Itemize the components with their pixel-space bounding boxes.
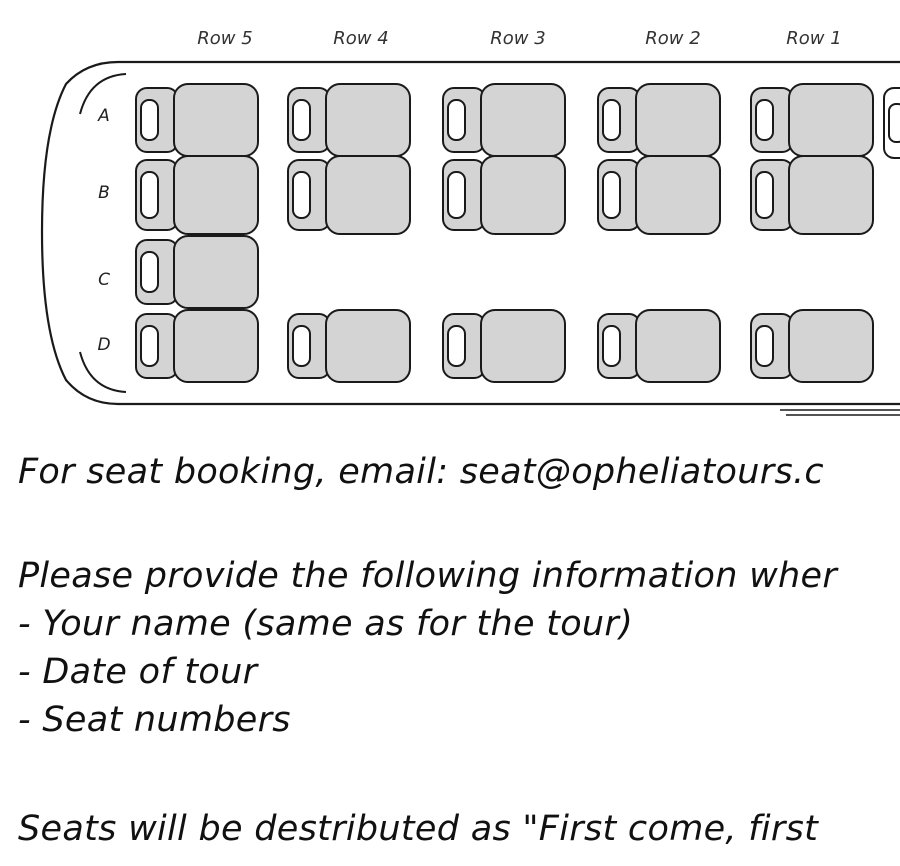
seat-cushion <box>173 235 259 309</box>
seat-cushion <box>788 83 874 157</box>
seat-cushion <box>788 309 874 383</box>
seat-headrest <box>755 325 774 367</box>
row-label-5: Row 5 <box>197 28 253 49</box>
seat-headrest <box>755 99 774 141</box>
booking-instructions: Please provide the following information… <box>18 552 900 744</box>
instruction-item-date: - Date of tour <box>18 652 258 692</box>
seat-headrest <box>292 325 311 367</box>
seat-letter-b: B <box>98 183 110 203</box>
row-label-2: Row 2 <box>645 28 701 49</box>
seat-headrest <box>292 99 311 141</box>
seat-cushion <box>325 155 411 235</box>
seat-headrest <box>602 171 621 219</box>
seat-2b <box>597 155 721 235</box>
seat-cushion <box>788 155 874 235</box>
seat-cushion <box>173 83 259 157</box>
seat-5a <box>135 83 259 157</box>
instructions-intro: Please provide the following information… <box>18 556 838 596</box>
row-label-4: Row 4 <box>333 28 389 49</box>
seat-3d <box>442 309 566 383</box>
bus-body-outline <box>40 60 900 406</box>
seat-headrest <box>447 99 466 141</box>
partial-seat-headrest <box>888 103 900 143</box>
row-label-1: Row 1 <box>786 28 842 49</box>
seat-2d <box>597 309 721 383</box>
door-arc-top <box>79 73 127 115</box>
bus-seat-map-drawing <box>40 60 900 416</box>
seat-5c <box>135 235 259 309</box>
seat-cushion <box>173 309 259 383</box>
seat-4d <box>287 309 411 383</box>
seat-1a <box>750 83 874 157</box>
seat-headrest <box>447 325 466 367</box>
seat-cushion <box>635 83 721 157</box>
distribution-policy-text: Seats will be destributed as "First come… <box>18 809 819 849</box>
seat-cushion <box>480 83 566 157</box>
seat-letter-c: C <box>98 270 110 290</box>
seat-cushion <box>325 309 411 383</box>
seat-cushion <box>325 83 411 157</box>
seat-5d <box>135 309 259 383</box>
seat-cushion <box>480 309 566 383</box>
seat-headrest <box>447 171 466 219</box>
seat-headrest <box>140 99 159 141</box>
seat-headrest <box>602 99 621 141</box>
seat-letter-d: D <box>97 335 111 355</box>
seat-headrest <box>140 251 159 293</box>
bus-seat-map: Row 5 Row 4 Row 3 Row 2 Row 1 A B C D <box>40 28 900 416</box>
seat-headrest <box>602 325 621 367</box>
seat-headrest <box>755 171 774 219</box>
seat-1d <box>750 309 874 383</box>
seat-letter-a: A <box>98 106 110 126</box>
seat-cushion <box>173 155 259 235</box>
seat-4b <box>287 155 411 235</box>
seat-cushion <box>480 155 566 235</box>
instruction-item-seats: - Seat numbers <box>18 700 291 740</box>
seat-headrest <box>140 325 159 367</box>
seat-headrest <box>292 171 311 219</box>
seat-5b <box>135 155 259 235</box>
seat-cushion <box>635 155 721 235</box>
row-label-3: Row 3 <box>490 28 546 49</box>
booking-email-text: For seat booking, email: seat@opheliatou… <box>18 452 824 492</box>
instruction-item-name: - Your name (same as for the tour) <box>18 604 634 644</box>
door-arc-bottom <box>79 351 127 393</box>
seat-1b <box>750 155 874 235</box>
seat-3a <box>442 83 566 157</box>
seat-3b <box>442 155 566 235</box>
seat-2a <box>597 83 721 157</box>
seat-4a <box>287 83 411 157</box>
seat-headrest <box>140 171 159 219</box>
seat-cushion <box>635 309 721 383</box>
